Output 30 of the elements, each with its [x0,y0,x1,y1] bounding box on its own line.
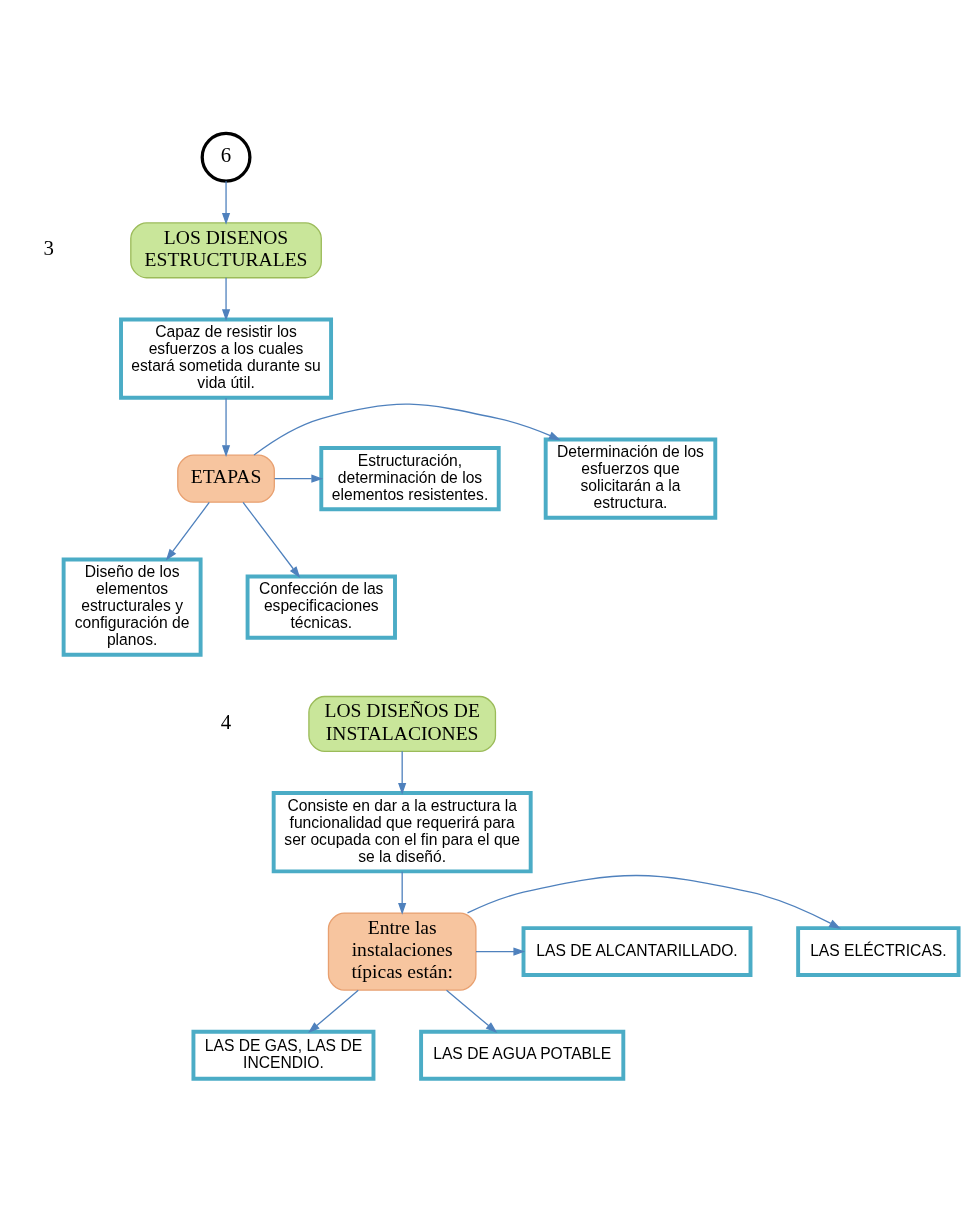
node-box: Determinación de los esfuerzos que solicitarán a la estructura. [543,437,718,520]
node-box: Consiste en dar a la estructura la funcionalidad que requerirá para ser ocupada con el fin para el que se la diseñó. [271,791,533,874]
node-box: LOS DISENOS ESTRUCTURALES [130,222,322,279]
arrow [221,180,231,225]
arrow [165,501,210,561]
node-box: Confección de las especificaciones técnicas. [245,574,397,640]
node-box: LOS DISEÑOS DE INSTALACIONES [308,695,497,752]
arrow [221,397,231,457]
node-box: Diseño de los elementos estructurales y configuración de planos. [61,557,203,657]
arrow [398,750,407,795]
node-box: LAS ELÉCTRICAS. [796,926,961,977]
arrow [242,501,301,578]
arrow [466,874,841,929]
arrow [273,474,324,483]
arrow [445,989,498,1033]
arrow [475,947,526,956]
label: 4 [220,709,232,734]
arrow [253,403,561,456]
node-box: LAS DE ALCANTARILLADO. [521,926,753,977]
node-circle: 6 [200,131,252,183]
node-box: ETAPAS [177,454,275,503]
node-box: LAS DE AGUA POTABLE [419,1029,626,1081]
node-box: Estructuración, determinación de los elementos resistentes. [319,446,501,512]
node-box: LAS DE GAS, LAS DE INCENDIO. [191,1029,376,1081]
arrow [221,277,231,322]
label: 3 [43,236,54,261]
arrow [308,989,359,1034]
node-box: Capaz de resistir los esfuerzos a los cuales estará sometida durante su vida útil. [119,317,334,400]
arrow [398,871,407,915]
node-box: Entre las instalaciones típicas están: [327,912,477,991]
